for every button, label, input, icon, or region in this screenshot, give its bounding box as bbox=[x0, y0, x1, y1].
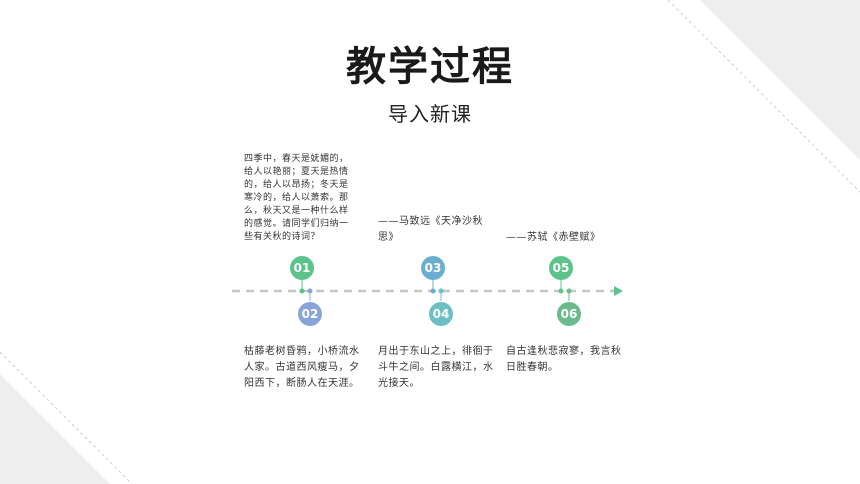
marker-06-label: 06 bbox=[560, 307, 578, 321]
marker-03: 03 bbox=[421, 256, 445, 280]
page-title: 教学过程 bbox=[346, 44, 514, 90]
marker-05: 05 bbox=[549, 256, 573, 280]
marker-01-label: 01 bbox=[293, 261, 311, 275]
dot-05 bbox=[558, 288, 564, 294]
dot-02 bbox=[307, 288, 313, 294]
dot-03 bbox=[430, 288, 436, 294]
page-subtitle: 导入新课 bbox=[388, 102, 472, 126]
marker-05-label: 05 bbox=[552, 261, 570, 275]
marker-04-label: 04 bbox=[432, 307, 450, 321]
marker-03-label: 03 bbox=[424, 261, 442, 275]
quote-source-1: ——马致远《天净沙秋思》 bbox=[378, 216, 483, 243]
corner-triangle-bottom-left bbox=[0, 374, 110, 484]
poem-text-1: 枯藤老树昏鸦，小桥流水人家。古道西风瘦马，夕阳西下，断肠人在天涯。 bbox=[244, 346, 360, 389]
dot-04 bbox=[438, 288, 444, 294]
poem-text-2: 月出于东山之上，徘徊于斗牛之间。白露横江，水光接天。 bbox=[378, 346, 494, 389]
dot-01 bbox=[299, 288, 305, 294]
intro-question-text: 四季中，春天是妩媚的，给人以艳丽；夏天是热情的，给人以昂扬；冬天是寒冷的，给人以… bbox=[244, 154, 349, 242]
corner-triangle-top-right bbox=[700, 0, 860, 160]
timeline-arrow-icon bbox=[614, 286, 623, 296]
marker-06: 06 bbox=[557, 302, 581, 326]
dashed-diagonal-bottom-left bbox=[0, 351, 133, 484]
marker-01: 01 bbox=[290, 256, 314, 280]
poem-text-3: 自古逢秋悲寂寥，我言秋日胜春朝。 bbox=[506, 346, 622, 373]
dot-06 bbox=[566, 288, 572, 294]
marker-02-label: 02 bbox=[301, 307, 319, 321]
marker-02: 02 bbox=[298, 302, 322, 326]
quote-source-2: ——苏轼《赤壁赋》 bbox=[506, 232, 601, 243]
marker-04: 04 bbox=[429, 302, 453, 326]
